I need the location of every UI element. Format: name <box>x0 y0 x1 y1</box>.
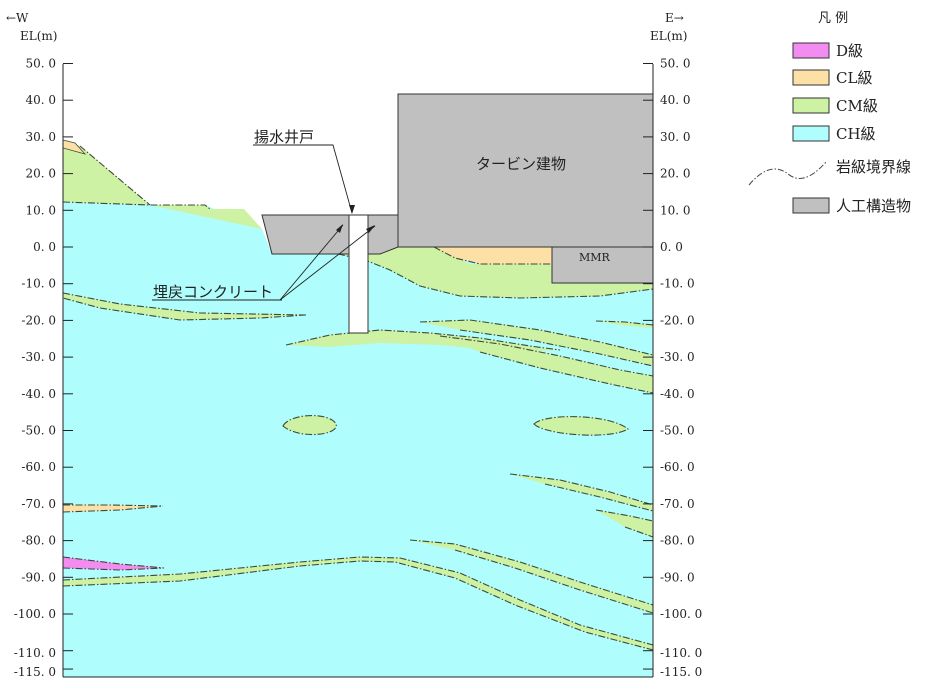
mmr-block <box>551 246 654 284</box>
legend-swatch-cl <box>792 69 830 86</box>
right-tick-label: 50. 0 <box>660 57 691 71</box>
right-tick-labels: 50. 0 40. 0 30. 0 20. 0 10. 0 0. 0 -10. 0 -20. … <box>660 57 702 680</box>
mmr-label: MMR <box>579 251 611 264</box>
legend-boundary-line-icon <box>748 161 827 186</box>
left-tick-label: -60. 0 <box>21 460 56 474</box>
left-tick-label: 0. 0 <box>33 240 56 254</box>
left-tick-label: 10. 0 <box>25 203 56 217</box>
backfill-concrete-label: 埋戻コンクリート <box>153 283 273 301</box>
right-unit-label: EL(m) <box>650 29 687 43</box>
right-tick-label: 0. 0 <box>660 240 683 254</box>
rock-class-boundaries <box>62 145 654 651</box>
left-tick-label: 40. 0 <box>25 93 56 107</box>
rock-layers <box>62 139 654 677</box>
left-tick-label: -40. 0 <box>21 387 56 401</box>
backfill-concrete <box>261 214 399 255</box>
turbine-building <box>397 93 654 248</box>
left-tick-label: -20. 0 <box>21 313 56 327</box>
east-direction-label: E→ <box>665 11 684 25</box>
cm-band-far-right <box>596 321 653 328</box>
left-tick-label: -50. 0 <box>21 424 56 438</box>
left-tick-label: -115. 0 <box>14 665 56 679</box>
well-leader-arrow <box>349 205 355 214</box>
cm-class-slope-top <box>63 140 150 205</box>
cm-lens-right-75 <box>596 510 653 537</box>
legend-label-cm: CM級 <box>836 97 878 115</box>
right-tick-label: -90. 0 <box>660 570 695 584</box>
cm-band-right-1 <box>420 320 653 366</box>
west-direction-label: ←W <box>6 11 29 25</box>
cl-class-lens-70 <box>63 505 163 512</box>
right-tick-label: -50. 0 <box>660 424 695 438</box>
legend-swatch-ch <box>792 125 830 142</box>
axes <box>62 63 654 678</box>
legend-label-ch: CH級 <box>836 125 876 143</box>
right-tick-label: -110. 0 <box>660 646 702 660</box>
right-tick-label: -30. 0 <box>660 350 695 364</box>
cm-band-right-60 <box>510 474 653 511</box>
left-tick-label: -70. 0 <box>21 497 56 511</box>
left-unit-label: EL(m) <box>20 29 57 43</box>
legend: 凡 例 D級 CL級 CM級 CH級 岩級境界線 人工構造物 <box>748 11 911 215</box>
structures <box>261 93 654 334</box>
legend-swatch-structure <box>792 197 830 214</box>
cm-band-left-upper <box>63 293 306 320</box>
concrete-leader-2 <box>279 225 376 301</box>
well-leader <box>253 144 353 214</box>
left-tick-labels: 50. 0 40. 0 30. 0 20. 0 10. 0 0. 0 -10. 0 -20. … <box>14 57 56 680</box>
legend-label-structure: 人工構造物 <box>836 197 911 215</box>
left-tick-label: -80. 0 <box>21 534 56 548</box>
right-tick-label: -20. 0 <box>660 313 695 327</box>
pumping-well <box>348 214 369 334</box>
right-tick-label: 40. 0 <box>660 93 691 107</box>
cl-class-under-building <box>434 247 552 264</box>
left-tick-label: -10. 0 <box>21 277 56 291</box>
cm-band-right-2 <box>440 336 653 393</box>
concrete-leader-arrow-2 <box>366 225 375 233</box>
right-tick-label: -60. 0 <box>660 460 695 474</box>
left-tick-label: 30. 0 <box>25 130 56 144</box>
right-tick-label: -80. 0 <box>660 534 695 548</box>
right-tick-label: 10. 0 <box>660 203 691 217</box>
annotation-leaders <box>152 144 376 301</box>
left-tick-label: -100. 0 <box>14 607 56 621</box>
left-tick-label: 50. 0 <box>25 57 56 71</box>
legend-swatch-d <box>792 42 830 59</box>
right-tick-label: -70. 0 <box>660 497 695 511</box>
cm-lens-left-50 <box>283 415 337 435</box>
cm-class-under-building <box>338 247 653 298</box>
legend-label-d: D級 <box>836 42 863 60</box>
legend-label-boundary: 岩級境界線 <box>836 158 911 176</box>
cm-lens-right-50 <box>534 416 628 436</box>
pumping-well-label: 揚水井戸 <box>254 128 314 146</box>
left-tick-label: 20. 0 <box>25 167 56 181</box>
concrete-leader-1 <box>279 224 344 301</box>
concrete-leader-arrow-1 <box>336 224 343 233</box>
right-tick-label: -115. 0 <box>660 665 702 679</box>
left-tick-label: -30. 0 <box>21 350 56 364</box>
right-tick-label: -10. 0 <box>660 277 695 291</box>
turbine-building-label: タービン建物 <box>476 155 566 173</box>
legend-label-cl: CL級 <box>836 69 872 87</box>
right-tick-label: 30. 0 <box>660 130 691 144</box>
left-tick-label: -110. 0 <box>14 646 56 660</box>
legend-title: 凡 例 <box>818 11 848 26</box>
tick-marks <box>63 63 653 670</box>
legend-swatch-cm <box>792 97 830 114</box>
right-tick-label: 20. 0 <box>660 167 691 181</box>
left-tick-label: -90. 0 <box>21 570 56 584</box>
right-tick-label: -40. 0 <box>660 387 695 401</box>
right-tick-label: -100. 0 <box>660 607 702 621</box>
